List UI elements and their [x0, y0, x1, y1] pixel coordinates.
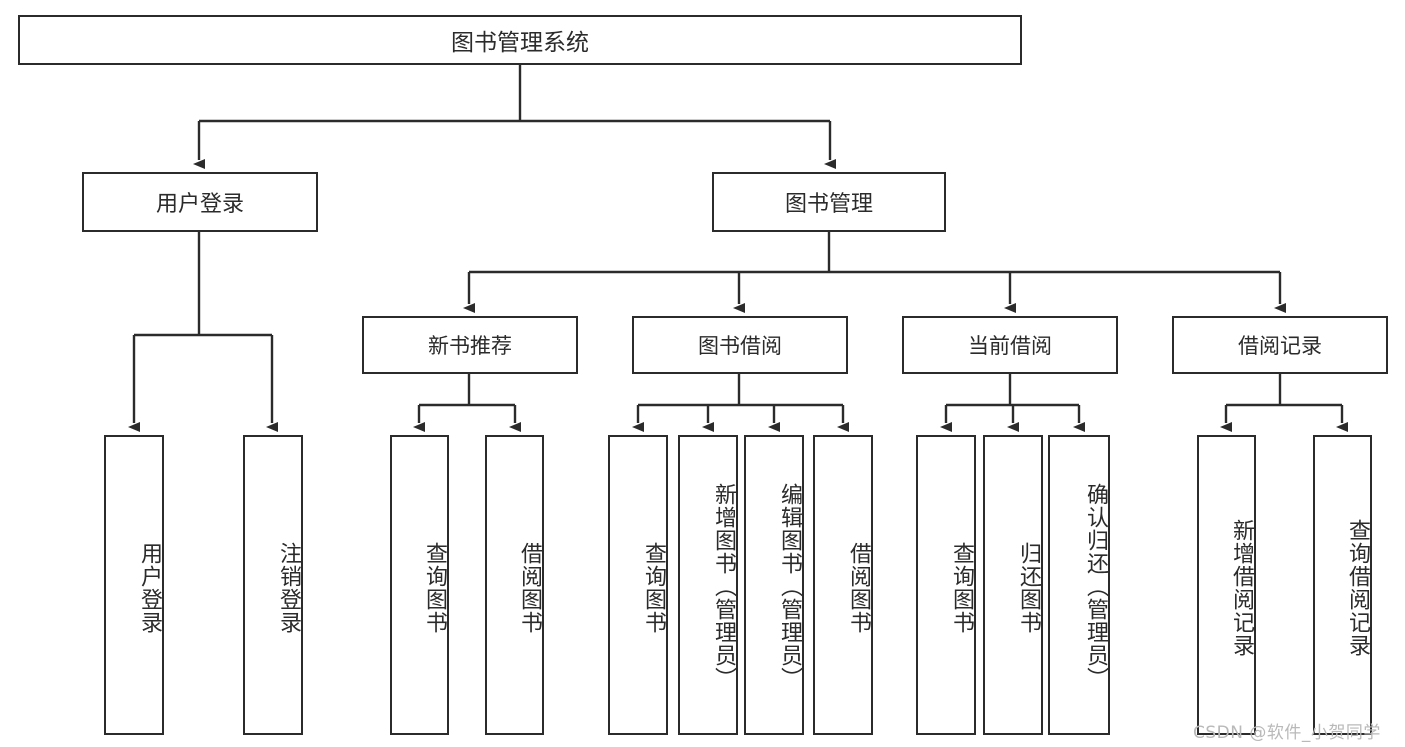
- node-leaf-query-record-label: 查询借阅记录: [1345, 519, 1370, 657]
- node-leaf-query-record[interactable]: 查询借阅记录: [1313, 435, 1372, 735]
- node-leaf-user-logout-label: 注销登录: [276, 542, 301, 634]
- node-leaf-query-book-3[interactable]: 查询图书: [916, 435, 976, 735]
- node-root[interactable]: 图书管理系统: [18, 15, 1022, 65]
- node-leaf-edit-book[interactable]: 编辑图书（管理员）: [744, 435, 804, 735]
- node-leaf-borrow-book-1[interactable]: 借阅图书: [485, 435, 544, 735]
- node-book-borrow-label: 图书借阅: [698, 334, 782, 358]
- node-leaf-add-book[interactable]: 新增图书（管理员）: [678, 435, 738, 735]
- node-leaf-query-book-1[interactable]: 查询图书: [390, 435, 449, 735]
- node-book-borrow[interactable]: 图书借阅: [632, 316, 848, 374]
- node-leaf-query-book-1-label: 查询图书: [422, 542, 447, 634]
- node-leaf-add-record[interactable]: 新增借阅记录: [1197, 435, 1256, 735]
- node-book-manage-label: 图书管理: [784, 192, 873, 217]
- csdn-watermark: CSDN @软件_小贺同学: [1193, 723, 1381, 743]
- node-leaf-edit-book-label: 编辑图书（管理员）: [777, 483, 802, 690]
- node-root-label: 图书管理系统: [451, 30, 589, 56]
- node-new-book-recommend[interactable]: 新书推荐: [362, 316, 578, 374]
- node-leaf-return-book-label: 归还图书: [1016, 542, 1041, 634]
- node-borrow-record[interactable]: 借阅记录: [1172, 316, 1388, 374]
- node-user-login-label: 用户登录: [155, 192, 244, 217]
- node-user-login[interactable]: 用户登录: [82, 172, 318, 232]
- node-book-manage[interactable]: 图书管理: [712, 172, 946, 232]
- node-leaf-user-logout[interactable]: 注销登录: [243, 435, 303, 735]
- node-leaf-query-book-2[interactable]: 查询图书: [608, 435, 668, 735]
- node-leaf-user-login[interactable]: 用户登录: [104, 435, 164, 735]
- node-leaf-return-book[interactable]: 归还图书: [983, 435, 1043, 735]
- node-leaf-query-book-2-label: 查询图书: [641, 542, 666, 634]
- node-leaf-confirm-return-label: 确认归还（管理员）: [1083, 483, 1108, 690]
- node-leaf-user-login-label: 用户登录: [137, 542, 162, 634]
- node-leaf-confirm-return[interactable]: 确认归还（管理员）: [1048, 435, 1110, 735]
- node-leaf-query-book-3-label: 查询图书: [949, 542, 974, 634]
- node-current-borrow[interactable]: 当前借阅: [902, 316, 1118, 374]
- node-leaf-add-book-label: 新增图书（管理员）: [711, 483, 736, 690]
- node-current-borrow-label: 当前借阅: [968, 334, 1052, 358]
- node-leaf-borrow-book-1-label: 借阅图书: [517, 542, 542, 634]
- node-borrow-record-label: 借阅记录: [1238, 334, 1322, 358]
- node-leaf-borrow-book-2-label: 借阅图书: [846, 542, 871, 634]
- node-new-book-recommend-label: 新书推荐: [428, 334, 512, 358]
- node-leaf-borrow-book-2[interactable]: 借阅图书: [813, 435, 873, 735]
- node-leaf-add-record-label: 新增借阅记录: [1229, 519, 1254, 657]
